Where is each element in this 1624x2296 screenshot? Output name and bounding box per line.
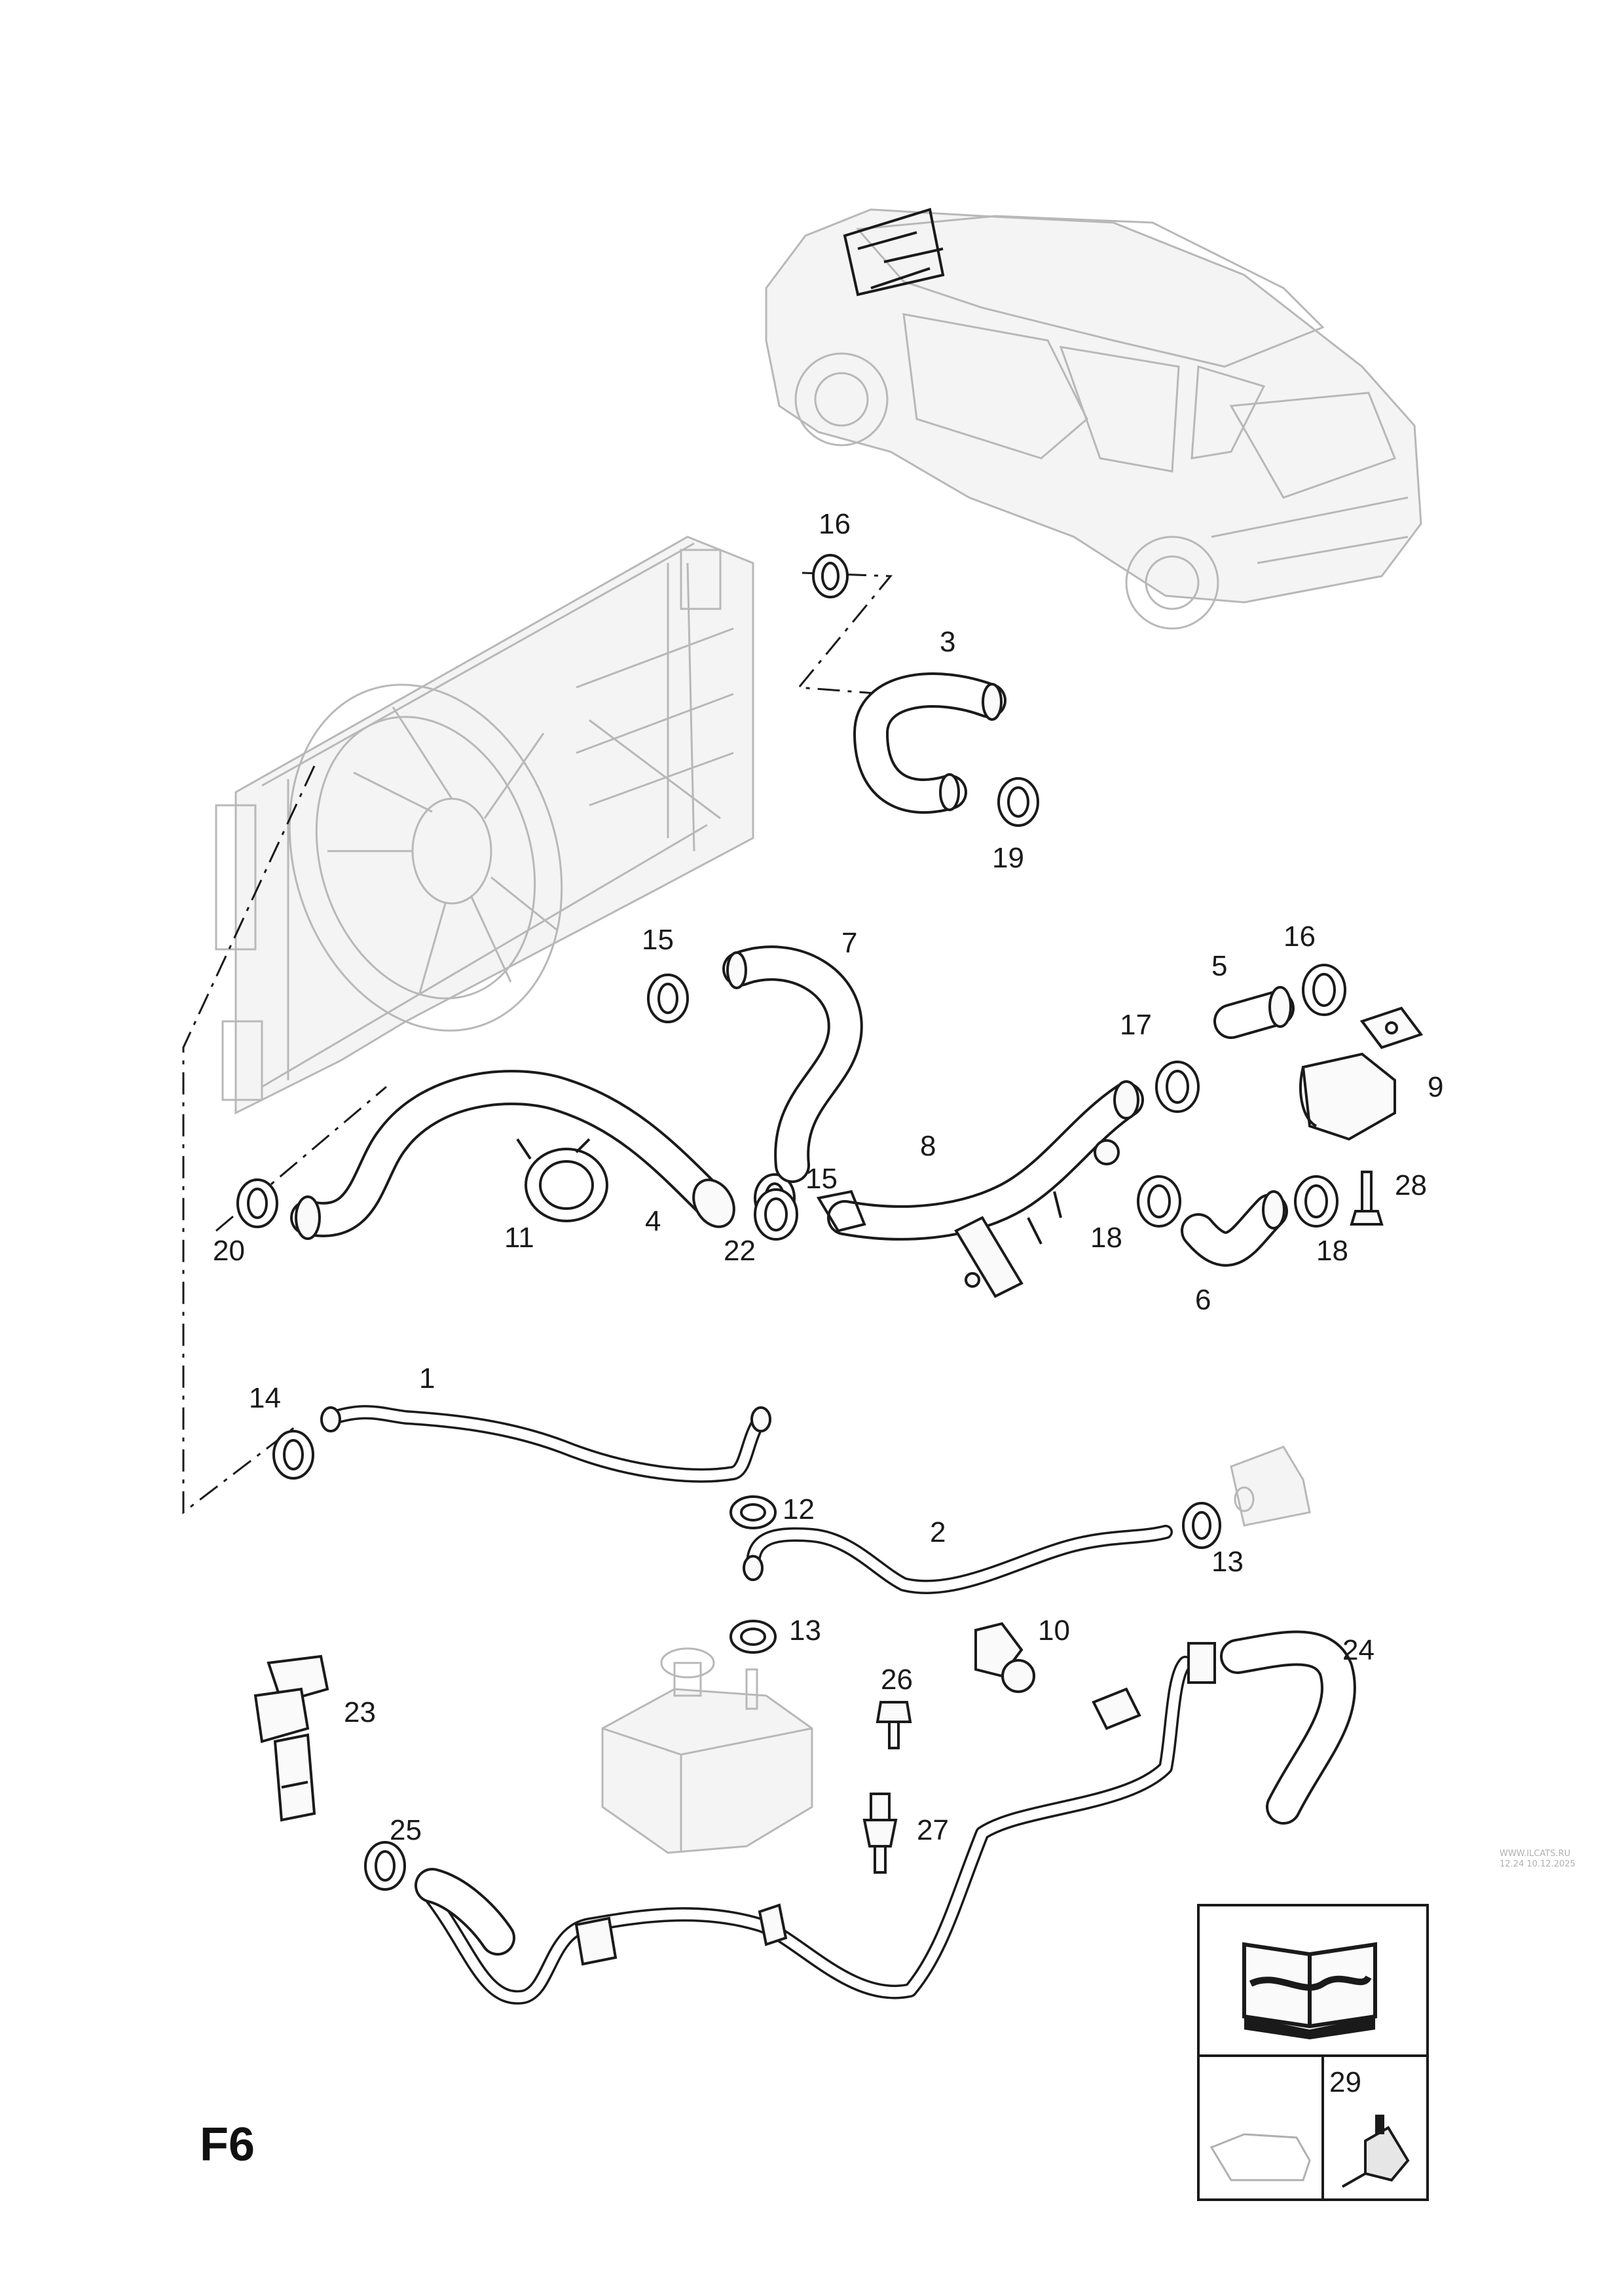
part-24-return-hose bbox=[415, 1630, 1356, 2005]
radiator-position-highlight bbox=[843, 208, 945, 297]
expansion-tank bbox=[601, 1647, 813, 1854]
clamp-25 bbox=[364, 1841, 406, 1891]
clamp-19 bbox=[812, 554, 849, 598]
part-6-elbow-hose bbox=[1181, 1190, 1288, 1267]
part-2-heater-pipe bbox=[743, 1525, 1173, 1594]
clamp-16 bbox=[1302, 964, 1346, 1016]
clamp-14 bbox=[272, 1430, 314, 1480]
clamp-20 bbox=[236, 1178, 278, 1228]
label-14: 14 bbox=[249, 1382, 281, 1414]
clamp-22 bbox=[754, 1188, 798, 1241]
part-11-band-clamp bbox=[516, 1138, 608, 1222]
label-15-upper: 15 bbox=[642, 924, 674, 956]
sheet-code: F6 bbox=[200, 2119, 255, 2171]
part-3-upper-hose bbox=[853, 672, 1006, 814]
label-25: 25 bbox=[390, 1814, 422, 1846]
clamp-12 bbox=[729, 1495, 777, 1529]
clamp-13-right bbox=[1182, 1502, 1221, 1549]
label-13-left: 13 bbox=[789, 1614, 821, 1647]
part-27-temperature-switch bbox=[862, 1793, 898, 1874]
label-13-right: 13 bbox=[1211, 1546, 1244, 1578]
label-18-right: 18 bbox=[1316, 1235, 1348, 1267]
label-26: 26 bbox=[881, 1664, 913, 1696]
part-labels: 16 3 19 15 7 5 16 17 9 15 8 4 28 11 22 1… bbox=[213, 508, 1443, 1846]
part-23-pipe-bracket bbox=[253, 1654, 329, 1822]
label-19: 16 bbox=[819, 508, 851, 540]
part-5-short-hose bbox=[1213, 986, 1295, 1039]
label-1: 1 bbox=[419, 1362, 435, 1394]
watermark: WWW.ILCATS.RU 12.24 10.12.2025 bbox=[1500, 1849, 1576, 1869]
label-23: 23 bbox=[344, 1696, 376, 1728]
label-12: 12 bbox=[783, 1493, 815, 1525]
part-9-thermostat-housing bbox=[1299, 1006, 1424, 1141]
label-22: 22 bbox=[724, 1235, 756, 1267]
label-28: 28 bbox=[1395, 1169, 1427, 1201]
clamp-13-left bbox=[729, 1620, 777, 1654]
clamp-15-upper bbox=[647, 974, 689, 1023]
label-16: 16 bbox=[1283, 920, 1316, 953]
clamp-17 bbox=[1155, 1061, 1200, 1113]
heater-core-connector bbox=[1230, 1446, 1311, 1527]
lubricant-bottle-icon bbox=[1342, 2115, 1410, 2188]
part-4-lower-hose bbox=[290, 1070, 735, 1240]
label-6: 6 bbox=[1195, 1284, 1211, 1316]
legend-box: 29 bbox=[1197, 1904, 1429, 2201]
label-4: 4 bbox=[645, 1205, 661, 1237]
watermark-line-2: 12.24 10.12.2025 bbox=[1500, 1859, 1576, 1869]
clamp-18-left bbox=[1137, 1175, 1181, 1228]
part-7-hose bbox=[722, 945, 863, 1183]
part-26-screw bbox=[876, 1701, 912, 1749]
label-11: 11 bbox=[504, 1222, 534, 1254]
vehicle-location-sketch bbox=[765, 208, 1422, 630]
oil-pan-icon bbox=[1209, 2133, 1311, 2181]
label-8: 8 bbox=[920, 1130, 936, 1162]
label-10: 10 bbox=[1038, 1614, 1070, 1647]
label-2: 2 bbox=[930, 1516, 946, 1548]
part-10-sensor bbox=[974, 1622, 1035, 1693]
label-21: 19 bbox=[992, 842, 1024, 874]
watermark-line-1: WWW.ILCATS.RU bbox=[1500, 1849, 1570, 1859]
label-20: 20 bbox=[213, 1235, 245, 1267]
legend-label-29: 29 bbox=[1329, 2066, 1361, 2098]
part-1-heater-pipe bbox=[320, 1405, 771, 1483]
clamp-21 bbox=[997, 777, 1039, 827]
clamp-18-right bbox=[1294, 1175, 1338, 1228]
part-8-coolant-pipe bbox=[816, 1080, 1144, 1298]
label-18-left: 18 bbox=[1090, 1222, 1122, 1254]
label-15-lower: 15 bbox=[805, 1163, 838, 1195]
label-3: 3 bbox=[940, 626, 955, 658]
label-17: 17 bbox=[1120, 1009, 1152, 1041]
repair-manual-icon bbox=[1242, 1942, 1377, 2039]
radiator-fan-assembly bbox=[215, 536, 754, 1115]
label-7: 7 bbox=[841, 927, 857, 959]
part-28-bolt bbox=[1350, 1171, 1384, 1226]
label-5: 5 bbox=[1211, 950, 1227, 982]
label-24: 24 bbox=[1342, 1634, 1375, 1666]
label-9: 9 bbox=[1428, 1071, 1443, 1103]
label-27: 27 bbox=[917, 1814, 949, 1846]
